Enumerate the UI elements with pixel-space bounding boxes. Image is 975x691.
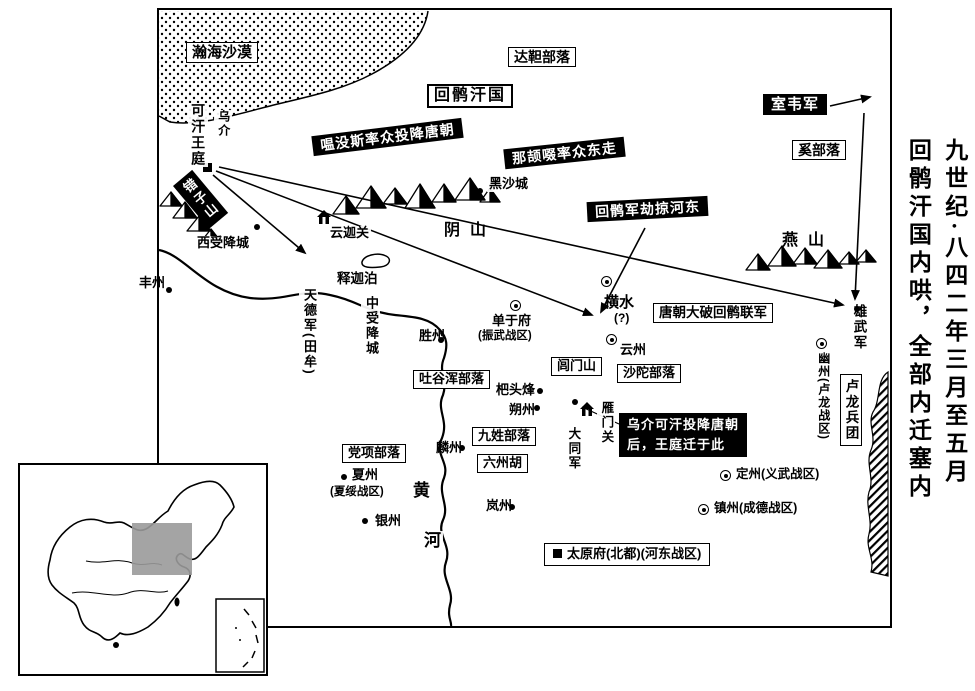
linzhou-dot (459, 445, 465, 451)
heishacheng-dot (477, 188, 483, 194)
nine-dash-line (242, 608, 259, 668)
yinzhou-dot (362, 518, 368, 524)
label-chanyufu-district: (振武战区) (478, 330, 532, 342)
fengzhou-dot (166, 287, 172, 293)
map-title: 九世纪·八四二年三月至五月 回鹘汗国内哄，全部内迁塞内 (898, 138, 974, 514)
label-hengshui: 横水 (604, 294, 635, 311)
label-khan-court: 可汗王庭 (188, 103, 209, 167)
label-river-huang: 黄 (411, 481, 432, 501)
label-youzhou: 幽州(卢龙战区) (814, 352, 832, 440)
label-chanyufu: 单于府 (492, 313, 532, 328)
inset-china-map (47, 480, 265, 673)
label-lulong-corps: 卢龙兵团 (840, 374, 862, 446)
label-heishacheng: 黑沙城 (487, 176, 531, 192)
xiongwujun-dot (854, 306, 860, 312)
label-linzhou: 麟州 (436, 440, 463, 455)
youzhou-hq-symbol (816, 338, 827, 349)
label-river-he: 河 (422, 531, 443, 551)
shengzhou-dot (438, 337, 444, 343)
label-dingzhou: 定州(义武战区) (736, 467, 820, 481)
hengshui-hq-symbol (601, 276, 612, 287)
yinshan-mountains (332, 177, 501, 215)
label-jiuxing: 九姓部落 (472, 427, 537, 446)
label-hanhai-desert: 瀚海沙漠 (186, 42, 259, 64)
khan-court-marker (203, 163, 212, 172)
label-taiyuan: 太原府(北都)(河东战区) (544, 543, 711, 566)
label-tiandejun: 天德军(田牟) (299, 288, 318, 376)
yanmenguan-gate-icon (580, 402, 594, 416)
map-extent-highlight (132, 523, 192, 575)
label-liuzhouhu: 六州胡 (477, 454, 529, 473)
coast-hatch (867, 370, 889, 577)
sea-island-dot-2 (239, 639, 241, 641)
label-zhenzhou: 镇州(成德战区) (714, 501, 798, 515)
label-fengzhou: 丰州 (139, 275, 166, 290)
label-xiazhou-district: (夏绥战区) (330, 486, 384, 498)
event-court-move-line2: 后，王庭迁于此 (627, 437, 726, 453)
label-hengshui-note: (?) (614, 311, 630, 325)
shijiapo-lake (361, 253, 391, 269)
label-shijiapo: 释迦泊 (335, 271, 380, 287)
hainan-island (113, 642, 119, 648)
label-yanshan: 燕山 (782, 232, 835, 249)
label-yunzhou: 云州 (620, 342, 647, 357)
map-title-column-1: 九世纪·八四二年三月至五月 (941, 138, 967, 487)
label-lanzhou: 岚州 (486, 498, 513, 513)
chanyufu-hq-symbol (510, 300, 521, 311)
label-dangxiang: 党项部落 (342, 444, 407, 463)
label-event-court-move: 乌介可汗投降唐朝 后，王庭迁于此 (619, 413, 748, 458)
label-xiazhou: 夏州 (352, 467, 379, 482)
cuozishan-mountains (159, 191, 223, 244)
label-shuozhou: 朔州 (509, 402, 536, 417)
label-dada-tribe: 达靼部落 (508, 47, 576, 68)
label-xishoujiangcheng: 西受降城 (195, 235, 252, 251)
xiazhou-dot (341, 474, 347, 480)
sea-island-dot-1 (235, 627, 237, 629)
shuozhou-dot (534, 405, 540, 411)
yanshan-mountains (745, 245, 877, 271)
label-shiwei-army: 室韦军 (763, 94, 828, 116)
label-xiongwujun: 雄武军 (849, 304, 869, 351)
taiyuan-square-symbol (553, 549, 562, 558)
map-frame (157, 8, 892, 628)
event-court-move-line1: 乌介可汗投降唐朝 (627, 417, 740, 432)
label-datongjun: 大同军 (564, 427, 583, 471)
lanzhou-dot (509, 504, 515, 510)
court-move-site-dot (572, 399, 578, 405)
label-xi-tribe: 奚部落 (792, 140, 846, 161)
map-title-column-2: 回鹘汗国内哄，全部内迁塞内 (905, 138, 931, 502)
label-lvmenshan: 闾门山 (551, 357, 603, 376)
inset-map (18, 463, 268, 676)
label-yinzhou: 银州 (375, 513, 402, 528)
batoufeng-dot (537, 388, 543, 394)
yunzhou-hq-symbol (606, 334, 617, 345)
yunjiaguan-gate-icon (317, 210, 331, 224)
label-yinshan: 阴山 (444, 222, 497, 239)
dingzhou-hq-symbol (720, 470, 731, 481)
label-event-tang-victory: 唐朝大破回鹘联军 (653, 303, 773, 323)
label-shatuo: 沙陀部落 (617, 364, 682, 383)
label-yanmenguan: 雁门关 (597, 401, 616, 445)
label-batoufeng: 杷头烽 (494, 382, 538, 398)
label-yunjiaguan: 云迦关 (328, 225, 372, 241)
label-wujie: 乌介 (214, 110, 232, 138)
label-zhongshoujiangcheng: 中受降城 (361, 296, 380, 356)
label-tuyuhun: 吐谷浑部落 (413, 370, 491, 389)
taiyuan-text: 太原府(北都)(河东战区) (567, 546, 702, 561)
label-huihu-khanate: 回鹘汗国 (427, 84, 514, 109)
taiwan-island (174, 597, 180, 607)
xishoujiangcheng-dot (254, 224, 260, 230)
zhenzhou-hq-symbol (698, 504, 709, 515)
